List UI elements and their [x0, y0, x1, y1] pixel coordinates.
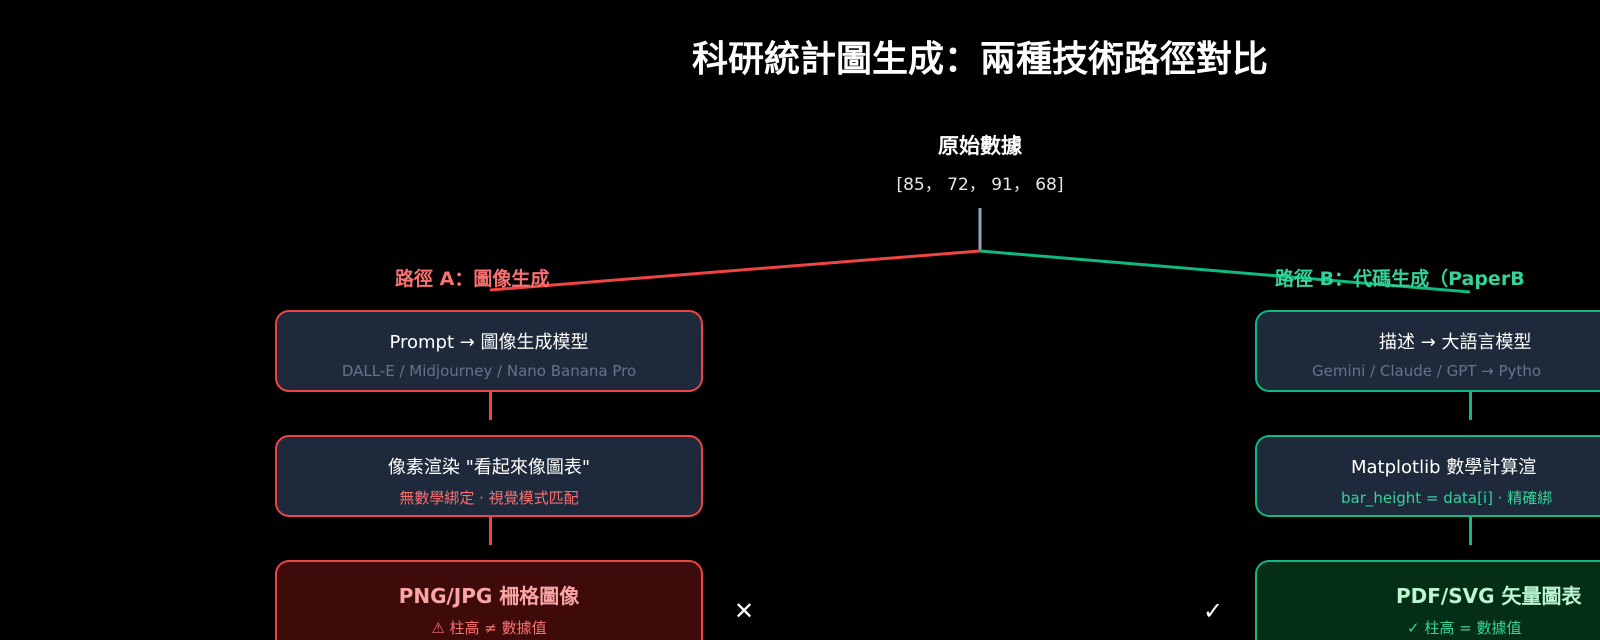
path-b-label: 路徑 B：代碼生成（PaperB	[1275, 268, 1525, 290]
step-subtitle: Gemini / Claude / GPT → Pytho	[1312, 362, 1541, 380]
path-a-step-2: 像素渲染 "看起來像圖表" 無數學綁定 · 視覺模式匹配	[275, 435, 703, 517]
step-subtitle: ⚠ 柱高 ≠ 數據值	[431, 619, 547, 637]
path-b-step-1: 描述 → 大語言模型 Gemini / Claude / GPT → Pytho	[1255, 310, 1600, 392]
path-b-connector	[1469, 392, 1472, 420]
step-title: Matplotlib 數學計算渲	[1351, 457, 1537, 478]
step-title: 描述 → 大語言模型	[1379, 332, 1532, 353]
diagram-title: 科研統計圖生成：兩種技術路徑對比	[691, 39, 1268, 80]
path-b-connector	[1469, 517, 1472, 545]
step-title: 像素渲染 "看起來像圖表"	[387, 457, 591, 478]
branch-b-line	[979, 249, 1471, 294]
path-a-result: PNG/JPG 柵格圖像 ⚠ 柱高 ≠ 數據值	[275, 560, 703, 640]
step-subtitle: bar_height = data[i] · 精確綁	[1341, 489, 1553, 507]
cross-icon: ✕	[734, 597, 755, 625]
path-a-label: 路徑 A：圖像生成	[395, 268, 550, 290]
source-data-label: 原始數據	[938, 134, 1022, 158]
step-subtitle: 無數學綁定 · 視覺模式匹配	[399, 489, 579, 507]
step-title: PNG/JPG 柵格圖像	[398, 584, 580, 608]
path-b-result: PDF/SVG 矢量圖表 ✓ 柱高 = 數據值	[1255, 560, 1600, 640]
path-a-step-1: Prompt → 圖像生成模型 DALL-E / Midjourney / Na…	[275, 310, 703, 392]
path-b-step-2: Matplotlib 數學計算渲 bar_height = data[i] · …	[1255, 435, 1600, 517]
step-title: PDF/SVG 矢量圖表	[1396, 584, 1582, 608]
path-a-connector	[489, 517, 492, 545]
check-icon: ✓	[1203, 597, 1224, 625]
step-subtitle: DALL-E / Midjourney / Nano Banana Pro	[341, 362, 637, 380]
path-a-connector	[489, 392, 492, 420]
branch-a-line	[489, 249, 981, 292]
step-title: Prompt → 圖像生成模型	[389, 332, 589, 353]
source-data-values: [85， 72， 91， 68]	[896, 175, 1064, 195]
step-subtitle: ✓ 柱高 = 數據值	[1407, 619, 1522, 637]
